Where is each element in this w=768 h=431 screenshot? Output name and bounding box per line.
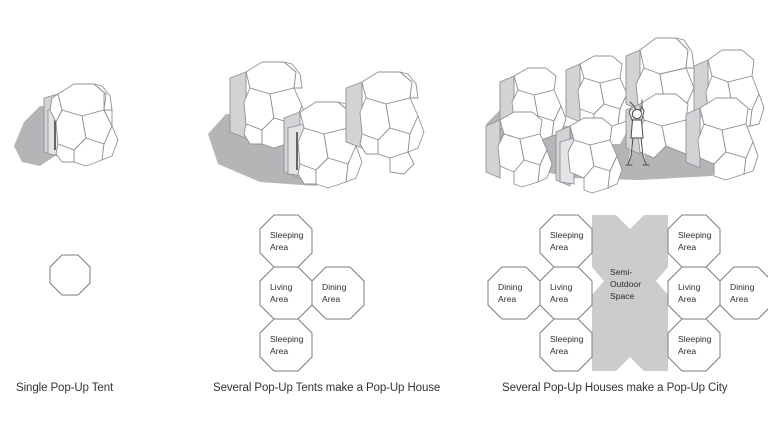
dome-front-1: [485, 111, 553, 188]
plan-label-line1: Sleeping: [678, 230, 712, 240]
plan-label-line2: Area: [550, 242, 568, 252]
plan-cell-sleeping-area-bottom: Sleeping Area: [259, 318, 313, 372]
plan-cell-dining-area: Dining Area: [311, 266, 365, 320]
plan-label-line1: Dining: [498, 282, 523, 292]
dome-back-1: [499, 67, 567, 142]
plan-cell-sleeping-area-right-bottom: Sleeping Area: [667, 318, 721, 372]
dome-shell: [49, 83, 119, 167]
plan-cell-living-area-left: Living Area: [539, 266, 593, 320]
plan-label-line1: Sleeping: [550, 334, 584, 344]
plan-cell-living-area: Living Area: [259, 266, 313, 320]
dome-front-3-center: [625, 93, 694, 159]
dome-single: [14, 83, 119, 167]
dome-front-2: [555, 117, 623, 194]
panel-pop-up-house: Sleeping Area Living Area Dining Area: [200, 0, 480, 431]
plan-view-pop-up-house: Sleeping Area Living Area Dining Area: [200, 205, 480, 372]
plan-cell-living-area-right: Living Area: [667, 266, 721, 320]
plan-label-line1: Dining: [730, 282, 755, 292]
plan-label-line1: Sleeping: [550, 230, 584, 240]
plan-cell-single: [49, 254, 91, 296]
plan-cell-dining-area-left: Dining Area: [487, 266, 541, 320]
human-figure-scale: [625, 99, 650, 166]
plan-cell-sleeping-area-left-top: Sleeping Area: [539, 214, 593, 268]
plan-cell-sleeping-area-left-bottom: Sleeping Area: [539, 318, 593, 372]
plan-label-line2: Area: [550, 294, 568, 304]
caption-pop-up-city: Several Pop-Up Houses make a Pop-Up City: [502, 382, 728, 394]
plan-void-label-line2: Outdoor: [610, 279, 641, 289]
panel-pop-up-city: Semi- Outdoor Space Dining Area Sleeping…: [480, 0, 768, 431]
isometric-view-pop-up-city: [480, 14, 768, 194]
plan-cell-sleeping-area-top: Sleeping Area: [259, 214, 313, 268]
plan-label-line1: Sleeping: [270, 334, 304, 344]
plan-void-semi-outdoor-space: Semi- Outdoor Space: [592, 215, 668, 371]
plan-label-line1: Sleeping: [678, 334, 712, 344]
plan-void-label-line1: Semi-: [610, 267, 633, 277]
plan-label-line2: Area: [322, 294, 340, 304]
plan-label-line1: Dining: [322, 282, 347, 292]
plan-void-label-line3: Space: [610, 291, 635, 301]
plan-label-line2: Area: [678, 294, 696, 304]
isometric-view-single-tent: [0, 14, 200, 194]
plan-label-line2: Area: [270, 294, 288, 304]
plan-label-line2: Area: [730, 294, 748, 304]
plan-label-line2: Area: [550, 346, 568, 356]
dome-front-4: [685, 97, 759, 181]
plan-label-line1: Sleeping: [270, 230, 304, 240]
plan-label-line1: Living: [678, 282, 701, 292]
caption-single-pop-up-tent: Single Pop-Up Tent: [16, 382, 114, 394]
caption-pop-up-house: Several Pop-Up Tents make a Pop-Up House: [213, 382, 441, 394]
plan-label-line1: Living: [550, 282, 573, 292]
plan-cell-sleeping-area-right-top: Sleeping Area: [667, 214, 721, 268]
plan-label-line2: Area: [678, 346, 696, 356]
plan-view-single-tent: [0, 205, 200, 365]
plan-label-line2: Area: [270, 242, 288, 252]
plan-view-pop-up-city: Semi- Outdoor Space Dining Area Sleeping…: [480, 205, 768, 372]
plan-label-line2: Area: [678, 242, 696, 252]
plan-label-line1: Living: [270, 282, 293, 292]
plan-label-line2: Area: [498, 294, 516, 304]
isometric-view-pop-up-house: [200, 14, 480, 194]
plan-label-line2: Area: [270, 346, 288, 356]
plan-cell-dining-area-right: Dining Area: [719, 266, 768, 320]
dome-back-right: [345, 71, 425, 175]
panel-single-pop-up-tent: Single Pop-Up Tent: [0, 0, 200, 431]
